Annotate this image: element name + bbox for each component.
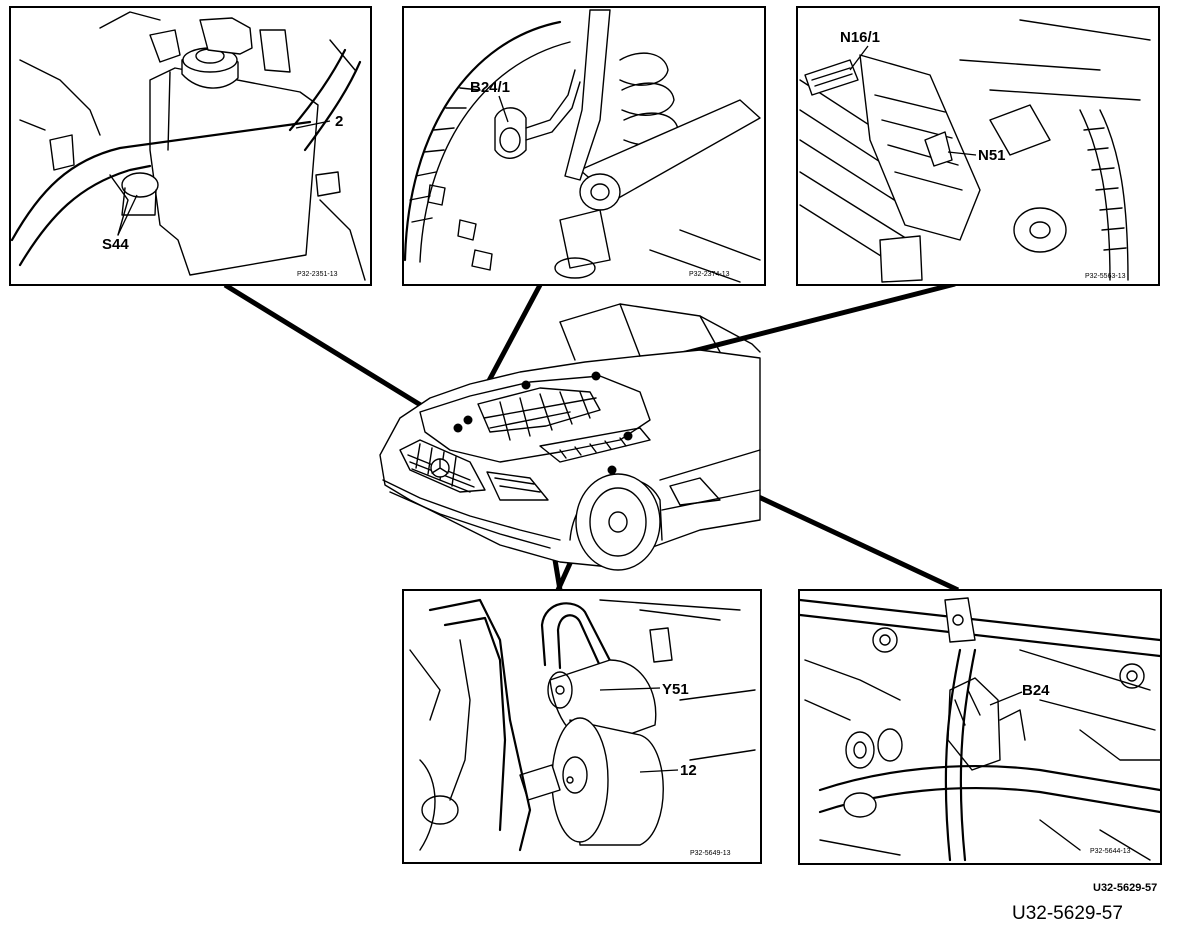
panel-code-top-center: P32-2374-13 (689, 271, 730, 278)
panel-bottom-center: Y51 12 P32-5649-13 (402, 589, 762, 864)
pointer-label-2 (295, 120, 331, 129)
label-n16-1: N16/1 (840, 29, 880, 46)
location-dot-y51-a (521, 380, 531, 390)
pointer-label-n16-1 (849, 45, 869, 71)
panel-code-bottom-right: P32-5644-13 (1090, 848, 1131, 855)
location-dot-y51-b (607, 465, 617, 475)
label-b24-1: B24/1 (470, 79, 510, 96)
coolant-tank-sketch (10, 11, 366, 281)
panel-top-right: N16/1 N51 P32-5563-13 (796, 6, 1160, 286)
label-n51: N51 (978, 147, 1006, 164)
figure-reference-small: U32-5629-57 (1093, 882, 1157, 894)
panel-code-bottom-center: P32-5649-13 (690, 850, 731, 857)
sensor-engine-bay-sketch (798, 597, 1162, 862)
label-b24: B24 (1022, 682, 1050, 699)
car-overview-sketch (379, 303, 761, 571)
panel-bottom-right: B24 P32-5644-13 (798, 589, 1162, 865)
panel-top-center: B24/1 P32-2374-13 (402, 6, 766, 286)
location-dot-n16-n51 (591, 371, 601, 381)
panel-code-top-left: P32-2351-13 (297, 271, 338, 278)
location-dot-b24 (623, 431, 633, 441)
label-12: 12 (680, 762, 697, 779)
pointer-label-n51 (947, 151, 977, 156)
label-2: 2 (335, 113, 343, 130)
panel-top-left: 2 S44 P32-2351-13 (9, 6, 372, 286)
wheel-well-sketch (403, 9, 761, 283)
pointer-label-b24-1 (498, 95, 509, 123)
label-y51: Y51 (662, 681, 689, 698)
leader-line-2-s44 (223, 282, 460, 431)
location-dot-b24-1 (463, 415, 473, 425)
pointer-label-b24 (989, 691, 1023, 706)
pointer-label-12 (639, 769, 679, 773)
location-dot-2-s44 (453, 423, 463, 433)
panel-code-top-right: P32-5563-13 (1085, 273, 1126, 280)
control-unit-sketch (799, 19, 1151, 283)
figure-reference: U32-5629-57 (1012, 903, 1123, 924)
valve-and-reservoir-sketch (409, 598, 756, 852)
pointer-label-y51 (599, 687, 661, 691)
pointer-label-s44 (117, 194, 138, 236)
label-s44: S44 (102, 236, 129, 253)
